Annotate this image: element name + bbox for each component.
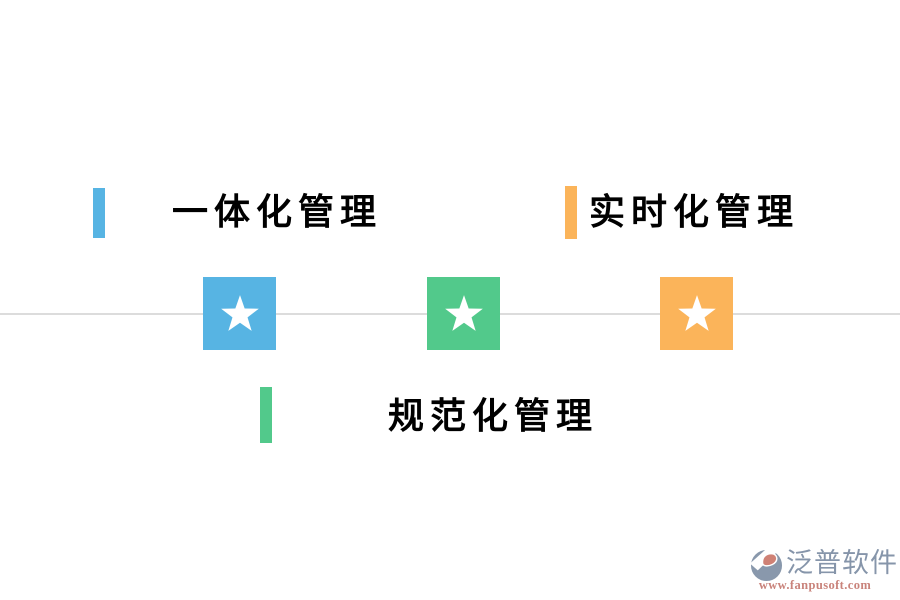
star-tile-blue xyxy=(203,277,276,350)
brand-logo-icon xyxy=(750,549,783,582)
accent-bar-integrated xyxy=(93,188,105,238)
star-icon xyxy=(220,294,259,331)
accent-bar-standardized xyxy=(260,387,272,443)
star-tile-green xyxy=(427,277,500,350)
star-icon xyxy=(444,294,483,331)
feature-title-standardized: 规范化管理 xyxy=(388,395,599,436)
brand-website: www.fanpusoft.com xyxy=(758,578,872,592)
star-icon xyxy=(677,294,716,331)
star-tile-orange xyxy=(660,277,733,350)
feature-title-realtime: 实时化管理 xyxy=(589,191,800,232)
feature-title-integrated: 一体化管理 xyxy=(172,191,383,232)
brand-name: 泛普软件 xyxy=(786,548,898,578)
brand-watermark: 泛普软件 www.fanpusoft.com xyxy=(750,548,897,594)
accent-bar-realtime xyxy=(565,186,577,239)
